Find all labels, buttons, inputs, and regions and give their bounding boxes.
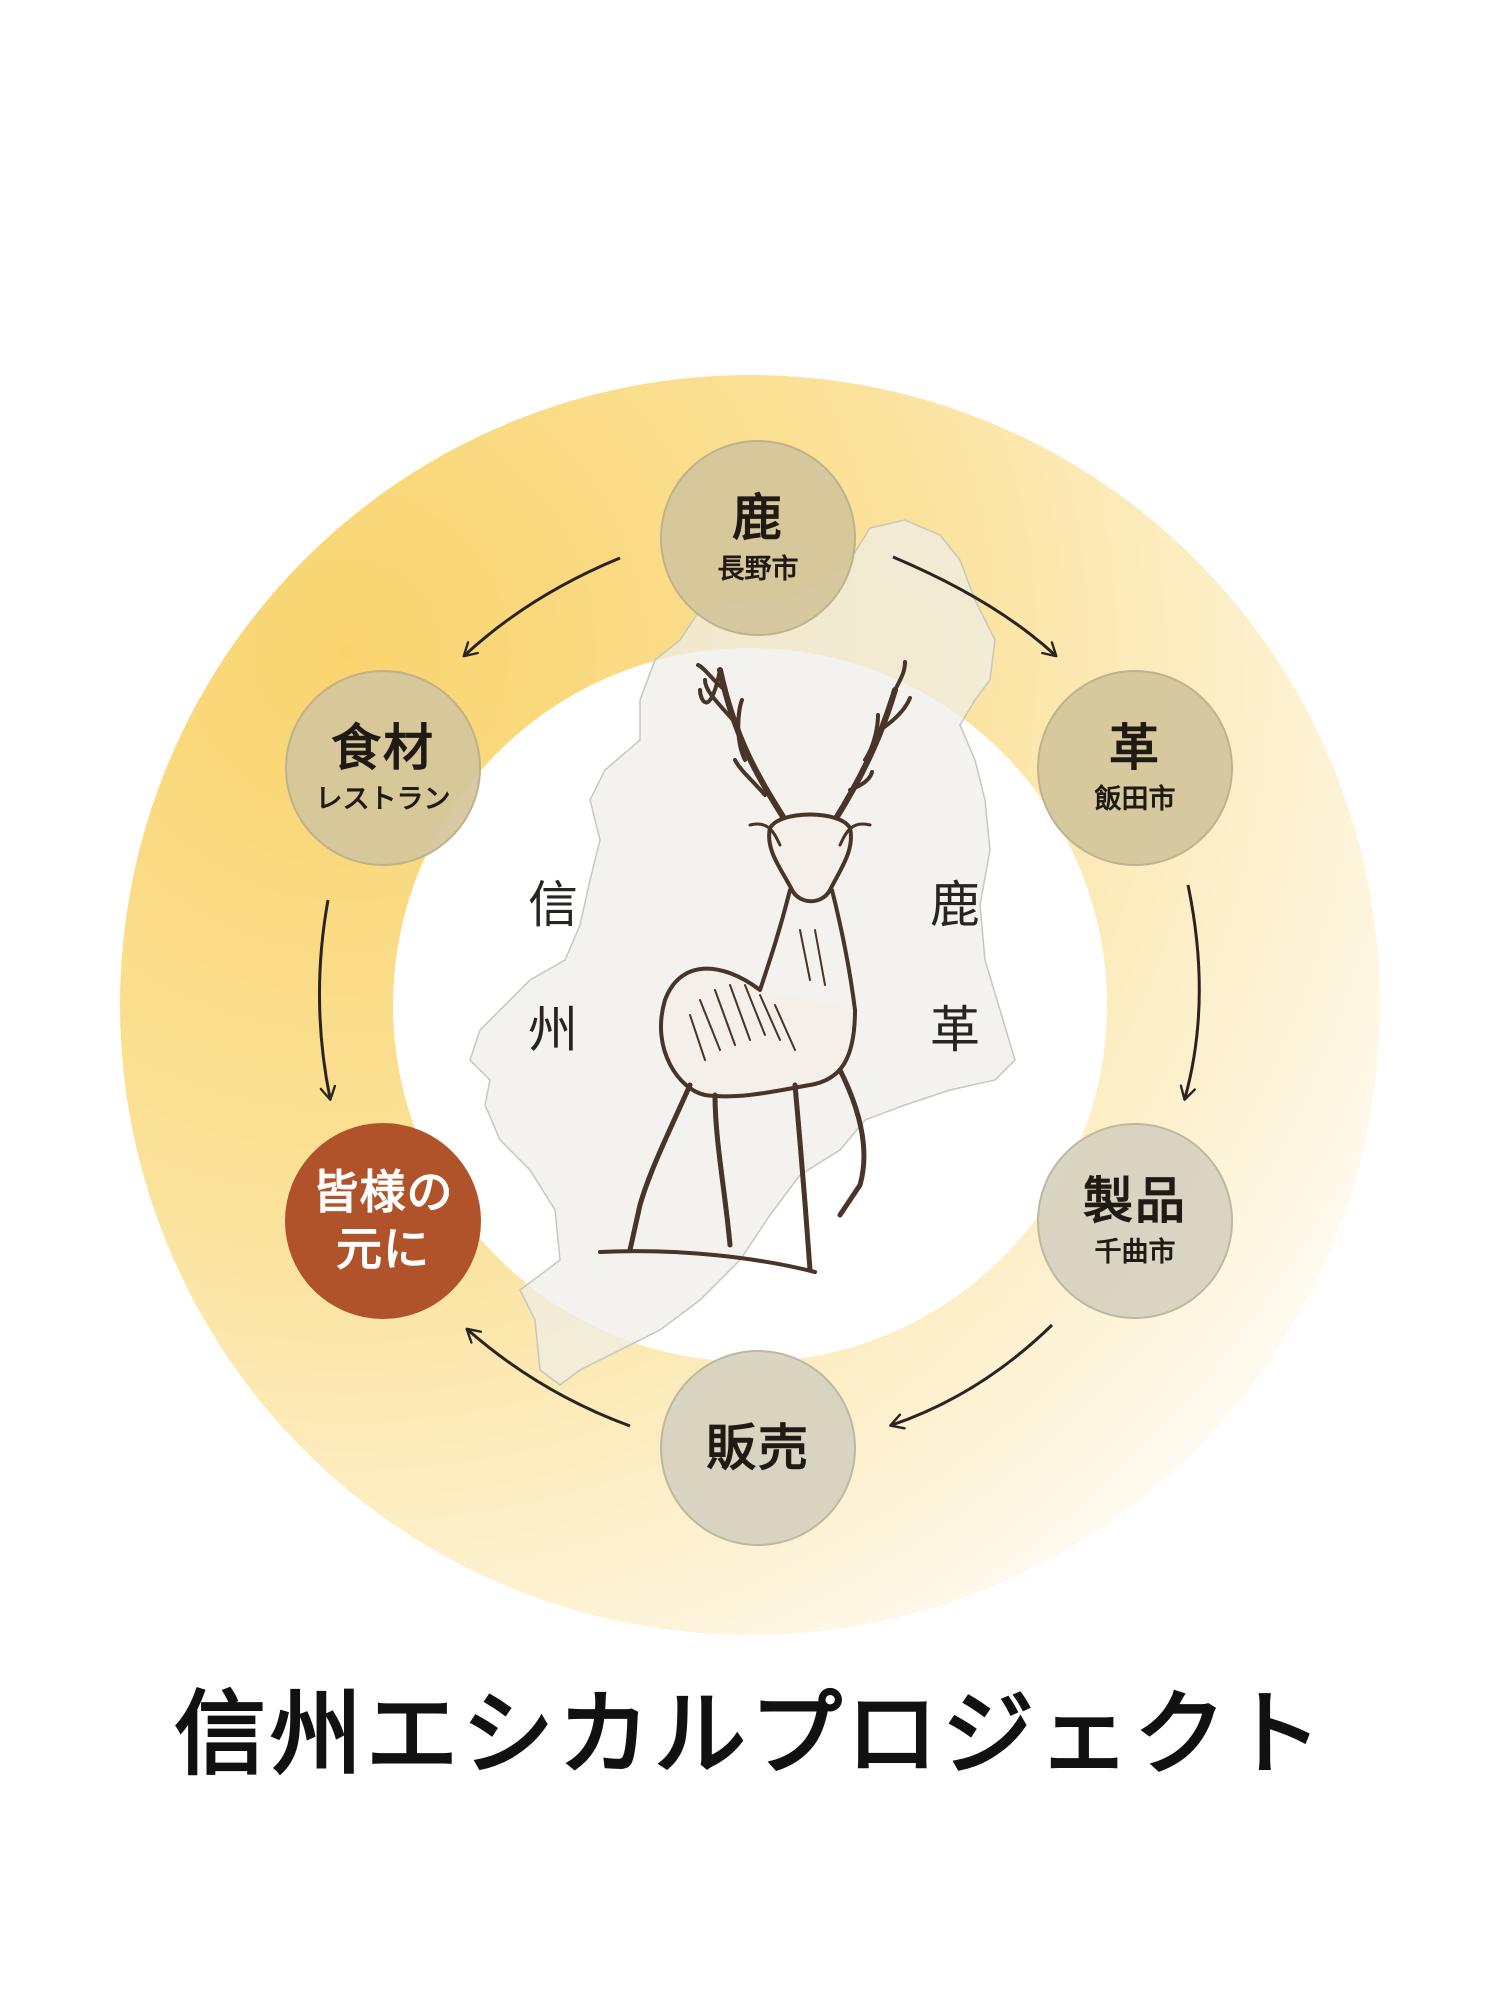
node-products: 製品 千曲市	[1037, 1123, 1233, 1319]
node-products-title: 製品	[1083, 1170, 1187, 1230]
node-deer-title: 鹿	[732, 487, 784, 547]
deer-illustration	[598, 660, 912, 1274]
node-deer-location: 長野市	[717, 554, 799, 586]
arrow-sales-to-everyone	[465, 1327, 631, 1428]
center-text-shinshu-1: 信	[528, 876, 578, 934]
node-food-title: 食材	[331, 717, 435, 777]
node-everyone: 皆様の 元に	[285, 1123, 481, 1319]
node-sales: 販売	[660, 1350, 856, 1546]
node-products-location: 千曲市	[1094, 1237, 1176, 1269]
node-leather-location: 飯田市	[1094, 784, 1176, 816]
project-title: 信州エシカルプロジェクト	[173, 1680, 1326, 1788]
center-text-shikagawa-1: 鹿	[930, 876, 980, 934]
arrow-deer-to-leather	[892, 555, 1058, 658]
node-deer: 鹿 長野市	[660, 440, 856, 636]
node-everyone-line1: 皆様の	[312, 1164, 454, 1219]
node-food-location: レストラン	[315, 784, 451, 816]
node-sales-title: 販売	[706, 1418, 810, 1478]
arrow-deer-to-food	[462, 556, 621, 658]
node-food: 食材 レストラン	[285, 670, 481, 866]
arrow-products-to-sales	[889, 1323, 1054, 1430]
node-leather-title: 革	[1109, 717, 1161, 777]
arrow-food-to-everyone	[317, 899, 337, 1101]
arrow-leather-to-products	[1179, 884, 1201, 1101]
node-everyone-line2: 元に	[336, 1222, 430, 1276]
node-leather: 革 飯田市	[1037, 670, 1233, 866]
center-text-shikagawa-2: 革	[930, 1001, 980, 1059]
center-text-shinshu-2: 州	[528, 1001, 578, 1059]
